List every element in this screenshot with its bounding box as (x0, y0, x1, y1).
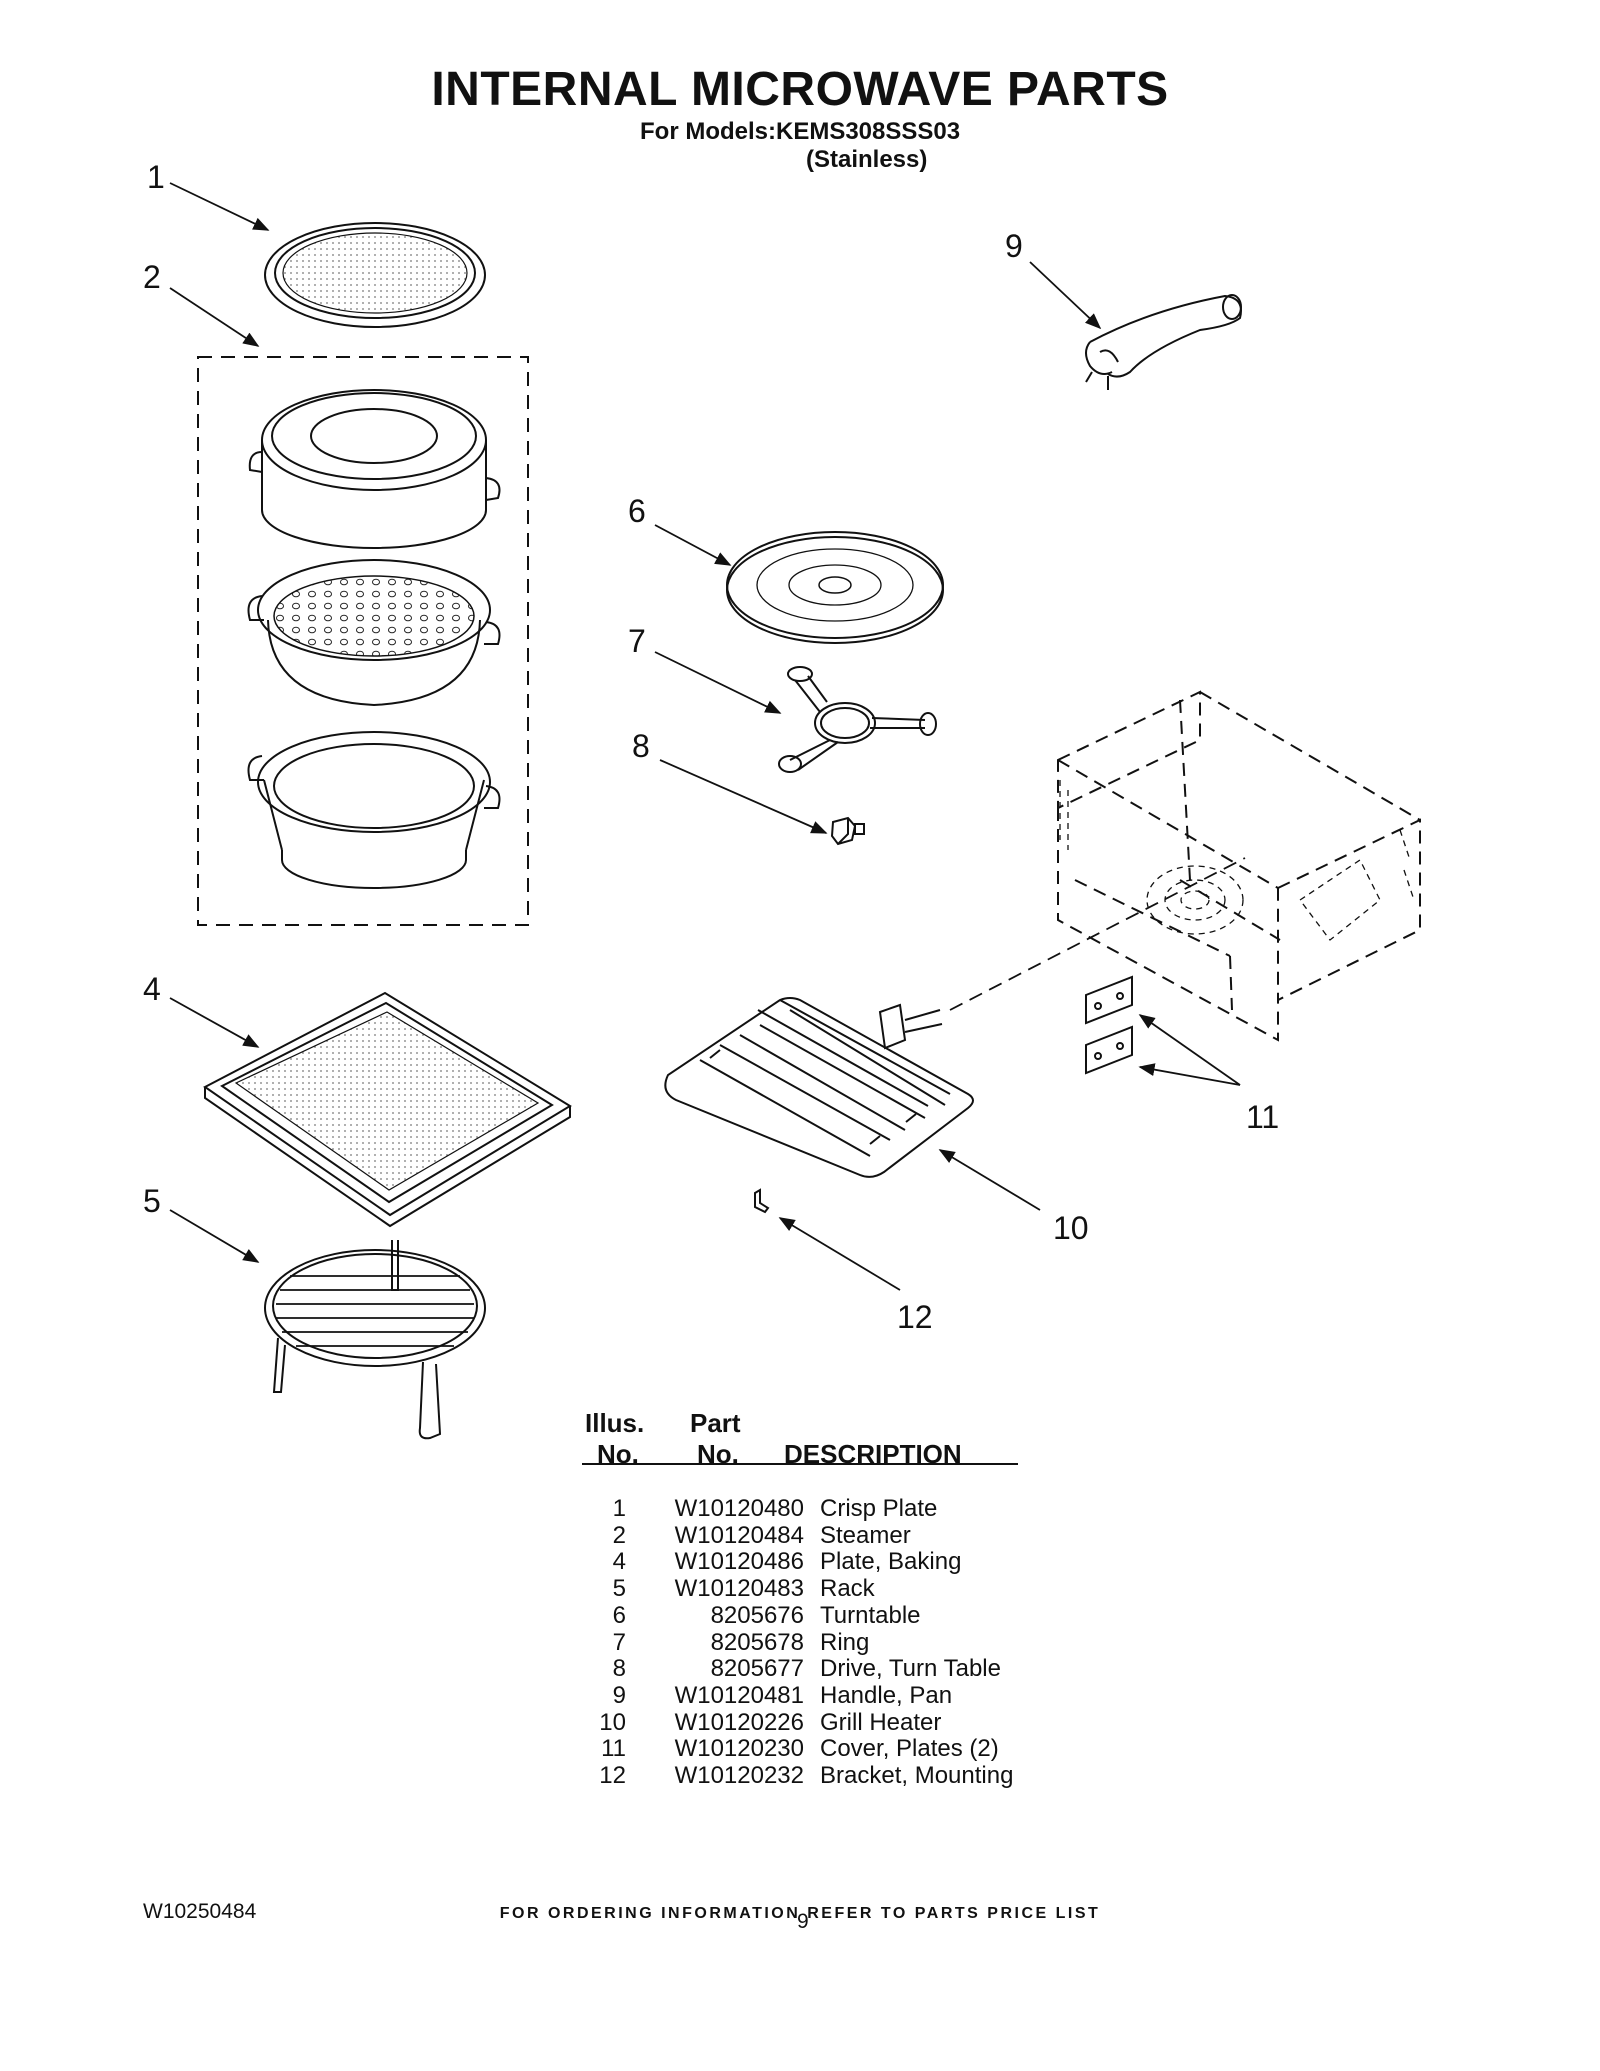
callout-12: 12 (897, 1299, 933, 1335)
illus-number: 7 (612, 1628, 626, 1656)
cover-plates-drawing (1085, 975, 1133, 1075)
illus-number: 1 (612, 1495, 626, 1522)
illus-number: 11 (601, 1735, 626, 1763)
page-number: 9 (797, 1910, 809, 1933)
callout-2: 2 (143, 259, 161, 295)
table-row: 12 W10120232 Bracket, Mounting (582, 1762, 1014, 1790)
callout-6: 6 (628, 493, 646, 529)
part-number: W10120483 (674, 1575, 804, 1603)
table-row: 4 W10120486 Plate, Baking (582, 1549, 1013, 1576)
table-row: 2 W10120484 Steamer (582, 1521, 1013, 1550)
callout-11: 11 (1246, 1099, 1279, 1135)
part-description: Grill Heater (820, 1708, 942, 1736)
part-number: W10120480 (674, 1495, 804, 1522)
steamer-base-drawing (247, 731, 501, 889)
crisp-plate-drawing (264, 222, 486, 328)
part-number: W10120232 (674, 1762, 804, 1790)
part-description: Turntable (820, 1601, 921, 1629)
part-description: Cover, Plates (2) (820, 1735, 999, 1763)
oven-cavity-detail (1059, 780, 1415, 941)
part-description: Bracket, Mounting (820, 1762, 1014, 1790)
leader-lines (169, 182, 1246, 1291)
part-number: 8205676 (710, 1601, 804, 1629)
part-number: W10120226 (674, 1708, 804, 1736)
rack-drawing (264, 1240, 486, 1440)
page-title: INTERNAL MICROWAVE PARTS (431, 63, 1169, 116)
illus-number: 12 (599, 1762, 626, 1790)
table-row: 6 8205676 Turntable (582, 1601, 1013, 1630)
part-number: W10120484 (674, 1521, 804, 1549)
pan-handle-drawing (1085, 294, 1242, 390)
part-number: W10120230 (674, 1735, 804, 1763)
ordering-note: FOR ORDERING INFORMATION REFER TO PARTS … (499, 1905, 1101, 1922)
callout-5: 5 (143, 1183, 161, 1219)
part-number: 8205678 (710, 1628, 804, 1656)
illus-number: 6 (612, 1601, 626, 1629)
header-part-line1: Part (690, 1408, 741, 1438)
table-row: 7 8205678 Ring (582, 1628, 1013, 1657)
model-subtitle: For Models:KEMS308SSS03 (640, 118, 961, 145)
illus-number: 8 (612, 1655, 626, 1683)
model-variant: (Stainless) (806, 146, 928, 173)
callout-4: 4 (143, 971, 161, 1007)
steamer-group-outline (197, 356, 529, 926)
header-rule (582, 1463, 1018, 1465)
callout-9: 9 (1005, 228, 1023, 264)
grill-heater-drawing (664, 997, 974, 1178)
callout-10: 10 (1053, 1210, 1089, 1246)
illus-number: 10 (599, 1708, 626, 1736)
illus-number: 9 (612, 1681, 626, 1709)
header-illus-line1: Illus. (585, 1408, 645, 1438)
part-description: Ring (820, 1628, 870, 1656)
part-description: Rack (820, 1575, 875, 1603)
part-description: Crisp Plate (820, 1495, 938, 1522)
part-description: Steamer (820, 1521, 911, 1549)
turntable-drawing (726, 531, 944, 644)
table-row: 10 W10120226 Grill Heater (582, 1708, 1013, 1737)
steamer-lid-drawing (248, 389, 501, 549)
table-row: 9 W10120481 Handle, Pan (582, 1681, 1013, 1710)
ring-drawing (778, 666, 937, 773)
turntable-drive-drawing (830, 816, 865, 846)
baking-plate-drawing (203, 991, 572, 1228)
illus-number: 2 (612, 1521, 626, 1549)
part-description: Drive, Turn Table (820, 1655, 1001, 1683)
table-row: 1 W10120480 Crisp Plate (582, 1495, 1013, 1523)
header-part-line2: No. (697, 1439, 739, 1469)
illus-number: 4 (612, 1548, 626, 1576)
callout-1: 1 (147, 159, 165, 195)
part-number: 8205677 (710, 1655, 804, 1683)
header-description: DESCRIPTION (784, 1439, 962, 1469)
header-illus-line2: No. (597, 1439, 639, 1469)
table-row: 8 8205677 Drive, Turn Table (582, 1656, 1013, 1683)
table-row: 11 W10120230 Cover, Plates (2) (582, 1736, 1013, 1763)
steamer-basket-drawing (247, 559, 501, 707)
callout-8: 8 (632, 728, 650, 764)
part-description: Plate, Baking (820, 1548, 962, 1576)
mounting-bracket-drawing (754, 1188, 770, 1214)
part-description: Handle, Pan (820, 1681, 953, 1709)
part-number: W10120486 (674, 1548, 804, 1576)
part-number: W10120481 (674, 1681, 804, 1709)
oven-cavity-outline (1057, 690, 1421, 1042)
callout-7: 7 (628, 623, 646, 659)
table-row: 5 W10120483 Rack (582, 1575, 1013, 1603)
illus-number: 5 (612, 1575, 626, 1603)
document-number: W10250484 (143, 1900, 257, 1923)
